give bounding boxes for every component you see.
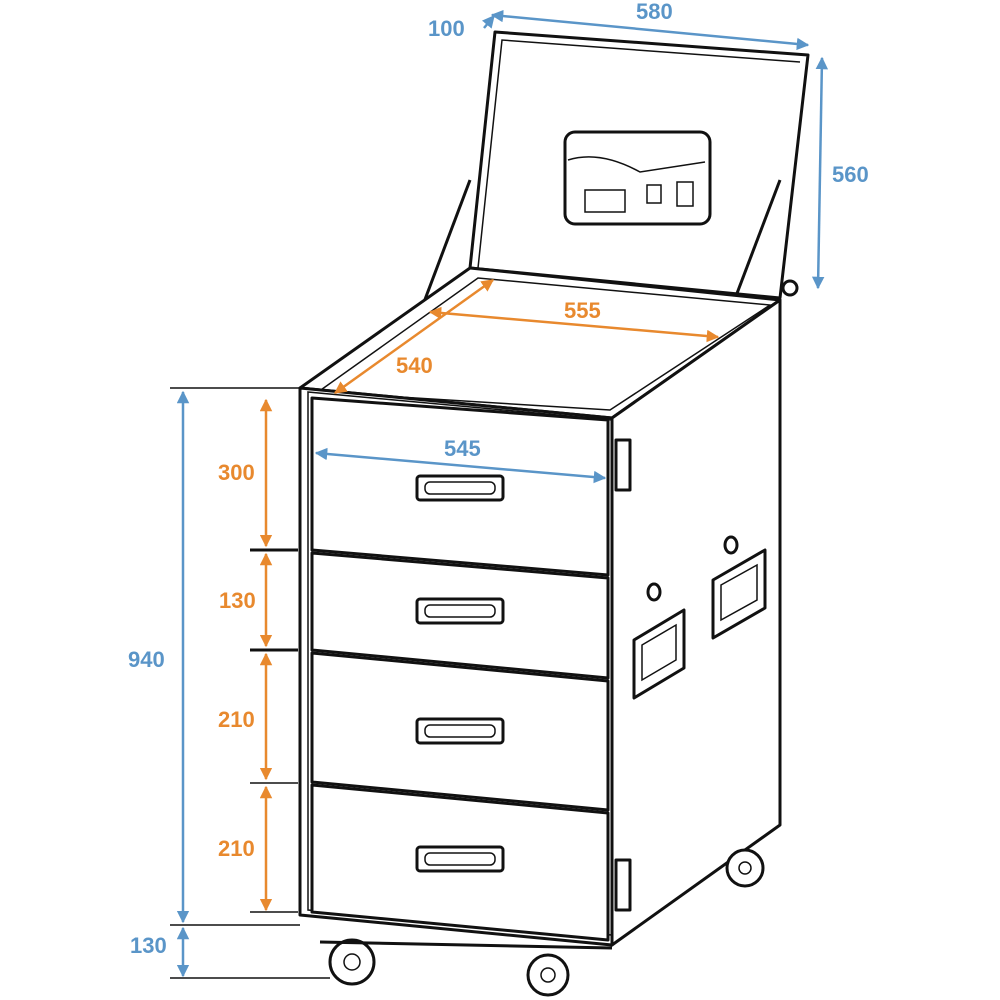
label-lid-depth: 100 [428, 16, 465, 41]
drawer-3 [310, 651, 610, 812]
drawer-handle-icon [415, 597, 505, 625]
label-lid-width: 580 [636, 0, 673, 24]
label-drawer-3: 210 [218, 707, 255, 732]
wheel-icon [725, 848, 765, 888]
drawer-handles [415, 474, 505, 873]
side-fittings [614, 438, 767, 912]
label-total-height: 940 [128, 647, 165, 672]
drawer-handle-icon [415, 717, 505, 745]
latch-icon [614, 438, 632, 492]
label-drawer-1: 300 [218, 460, 255, 485]
drawer-handle-icon [415, 845, 505, 873]
lid-document-pocket [563, 130, 712, 226]
drawer-2 [310, 551, 610, 680]
wheel-icon [526, 953, 570, 997]
side-handle-icon [711, 548, 767, 640]
latch-icon [614, 858, 632, 912]
wheel-icon [328, 938, 376, 986]
drawers [310, 396, 610, 942]
drawer-1 [310, 396, 610, 577]
dimension-labels: 100 580 560 555 540 545 940 130 300 130 … [128, 0, 869, 958]
lid-hinge [781, 279, 799, 297]
wheels [319, 848, 765, 997]
label-drawer-4: 210 [218, 836, 255, 861]
label-drawer-2: 130 [219, 588, 256, 613]
label-inner-depth: 540 [396, 353, 433, 378]
drawer-4 [310, 783, 610, 942]
label-lid-height: 560 [832, 162, 869, 187]
label-drawer-width: 545 [444, 436, 481, 461]
side-handle-icon [632, 608, 686, 700]
label-wheel-height: 130 [130, 933, 167, 958]
label-inner-width: 555 [564, 298, 601, 323]
dimension-lines [170, 9, 829, 979]
